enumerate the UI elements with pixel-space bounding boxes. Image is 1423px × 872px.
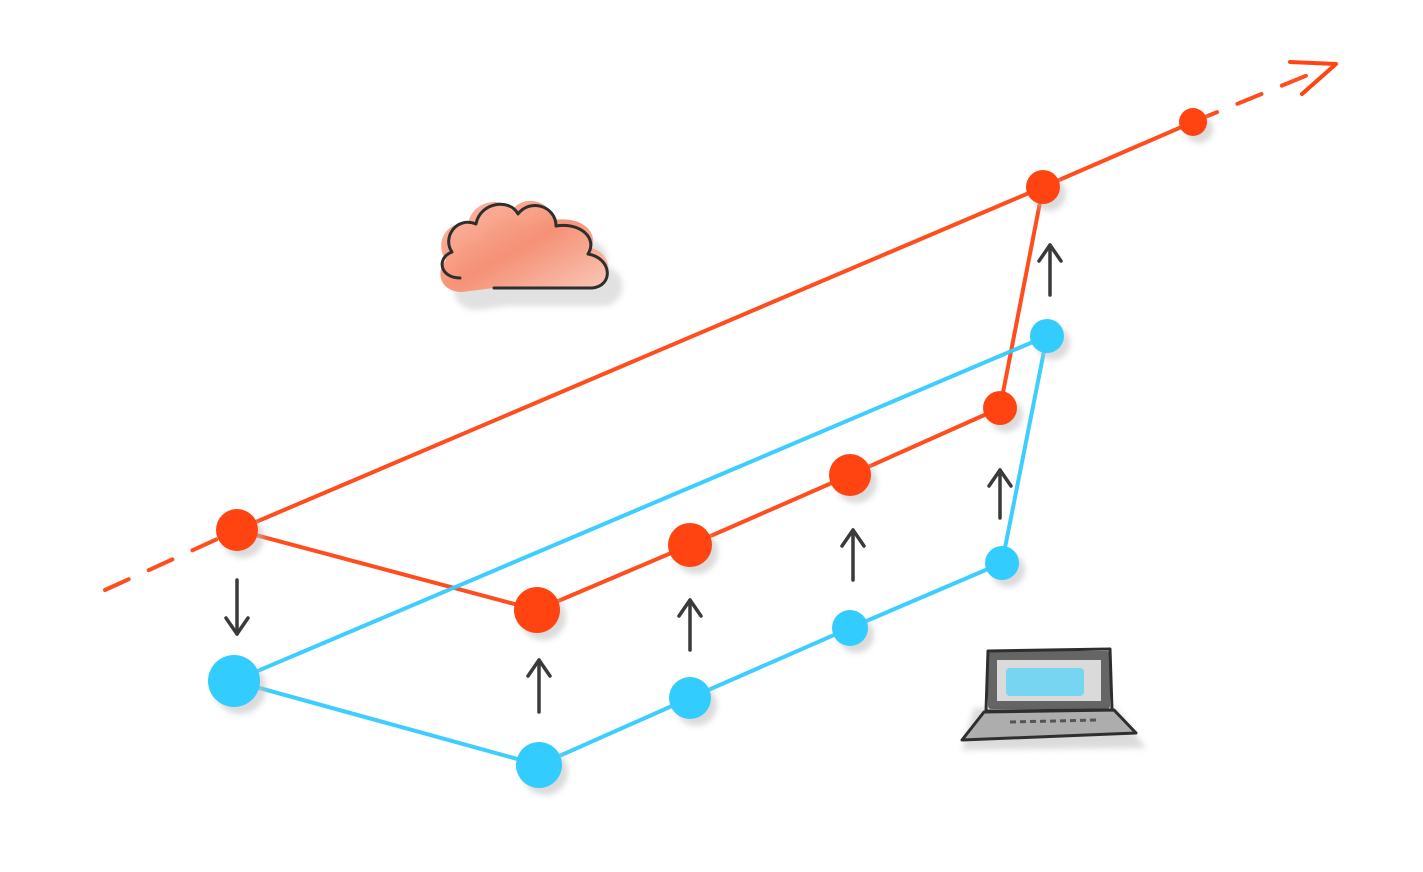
cloud-branch-line-6 [535, 543, 692, 612]
local-commit-node-12 [985, 546, 1025, 587]
cloud-branch-line-8 [848, 406, 1002, 477]
cloud-branch-line-7 [688, 473, 852, 547]
local-branch-line-12 [537, 696, 692, 767]
cloud-branch-line-2 [235, 185, 1045, 532]
sync-arrow-3 [677, 598, 703, 652]
sync-arrows [224, 243, 1063, 714]
cloud-commit-node-4 [829, 454, 877, 503]
local-commit-node-11 [832, 610, 874, 653]
sync-arrow-1 [224, 578, 250, 636]
commit-node-dot [668, 523, 712, 567]
local-commit-node-13 [1030, 319, 1070, 360]
sync-arrowhead [1037, 243, 1063, 263]
sync-arrow-2 [526, 658, 552, 714]
sync-arrow-5 [987, 468, 1013, 520]
cloud-branch-line-1 [103, 528, 239, 592]
local-branch-line-11 [232, 679, 541, 767]
timeline-arrowhead [1288, 60, 1338, 96]
commit-node-dot [208, 655, 260, 707]
commit-node-dot [516, 742, 562, 788]
sync-arrowhead [224, 616, 250, 636]
commit-node-dot [983, 391, 1017, 425]
cloud-branch-line-3 [1041, 120, 1195, 189]
cloud-commit-node-5 [983, 391, 1023, 432]
cloud-commit-node-7 [1179, 108, 1213, 143]
sync-arrowhead [840, 528, 866, 548]
local-commit-node-9 [516, 742, 568, 795]
sync-arrow-6 [1037, 243, 1063, 297]
cloud-commit-node-2 [514, 587, 566, 640]
commit-node-dot [1026, 170, 1060, 204]
commit-node-dot [669, 677, 711, 719]
commit-node-dot [514, 587, 560, 633]
cloud-commit-node-3 [668, 523, 718, 574]
commit-node-dot [985, 546, 1019, 580]
sync-arrowhead [677, 598, 703, 618]
cloud-branch-line-4 [1191, 66, 1327, 124]
local-branch-line-10 [232, 334, 1049, 683]
commit-node-dot [1179, 108, 1207, 136]
commit-node-dot [216, 509, 258, 551]
cloud-commit-node-1 [216, 509, 264, 558]
cloud-branch-line-5 [235, 528, 539, 612]
local-branch-line-13 [688, 626, 852, 700]
cloud-branch-line-9 [998, 185, 1045, 410]
local-commit-node-8 [208, 655, 266, 714]
commit-node-dot [832, 610, 868, 646]
local-branch-line-14 [848, 561, 1004, 630]
cloud-commit-node-6 [1026, 170, 1066, 211]
sync-arrowhead [526, 658, 552, 678]
commit-node-dot [829, 454, 871, 496]
laptop-icon [960, 647, 1146, 750]
local-commit-node-10 [669, 677, 717, 726]
commit-nodes [208, 108, 1213, 795]
sync-arrowhead [987, 468, 1013, 488]
branch-lines [103, 60, 1338, 767]
sync-arrow-4 [840, 528, 866, 582]
local-branch-line-15 [1000, 334, 1049, 565]
commit-node-dot [1030, 319, 1064, 353]
cloud-icon [440, 200, 623, 310]
